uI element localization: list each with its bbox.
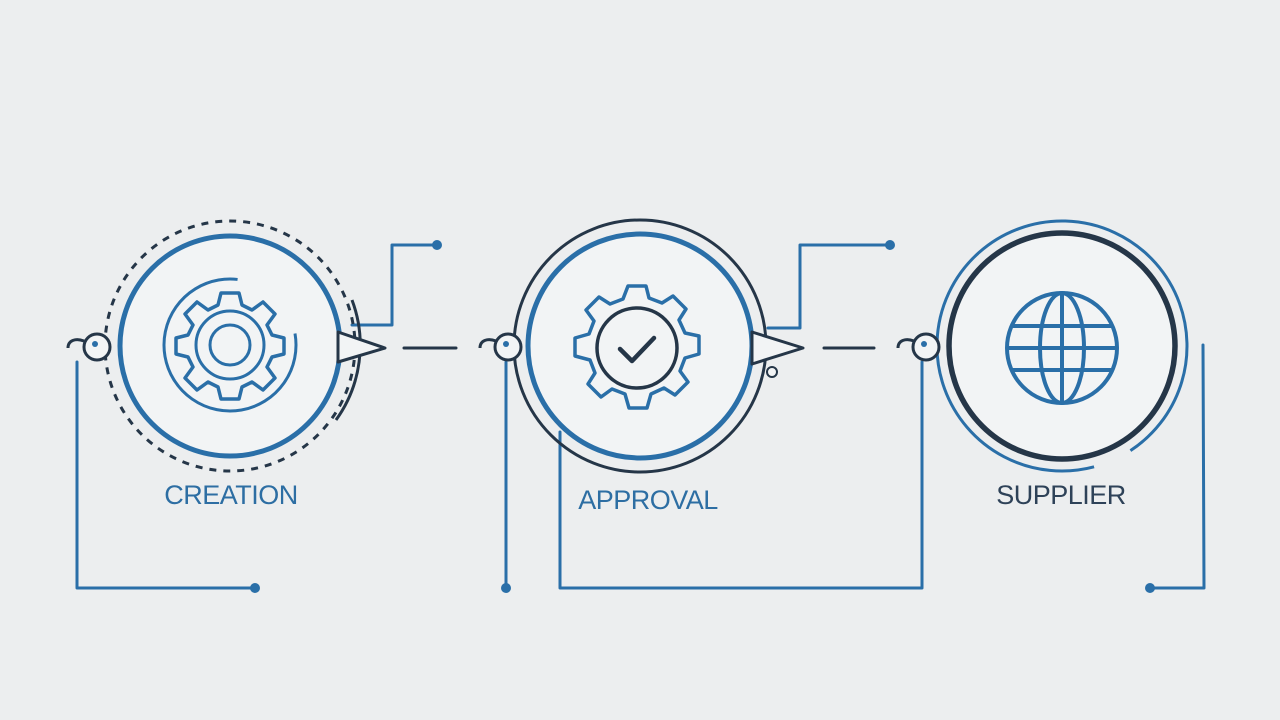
connector-dot [432, 240, 442, 250]
connector-line-approval-top [766, 243, 892, 330]
stage-label-supplier: SUPPLIER [996, 480, 1126, 510]
node-pin-icon [478, 332, 523, 362]
stage-node-creation [66, 219, 387, 473]
globe-icon [1005, 291, 1119, 405]
stage-label-creation: CREATION [164, 480, 298, 510]
node-pin-icon [66, 332, 112, 362]
node-pointer [750, 330, 805, 366]
node-main-ring [946, 230, 1178, 462]
connector-line-supplier-right [1148, 343, 1206, 590]
node-inner-fill [120, 236, 340, 456]
node-inner-fill [528, 234, 752, 458]
stage-label-approval: APPROVAL [578, 485, 718, 515]
connector-dot [1145, 583, 1155, 593]
node-arc-accent [334, 299, 362, 421]
node-outer-ring [935, 219, 1189, 473]
node-pin-icon [896, 332, 941, 362]
connector-dot [250, 583, 260, 593]
stage-node-approval [478, 218, 805, 474]
connector-line-approval-bottom [558, 360, 924, 590]
gear-check-icon [573, 284, 701, 410]
stage-node-supplier [896, 219, 1189, 473]
connector-line-creation-bottom [75, 360, 257, 590]
connector-dot [885, 240, 895, 250]
connector-line-creation-top [350, 243, 439, 327]
node-pointer [336, 330, 387, 364]
node-small-dot [766, 366, 778, 378]
connector-dot [501, 583, 511, 593]
